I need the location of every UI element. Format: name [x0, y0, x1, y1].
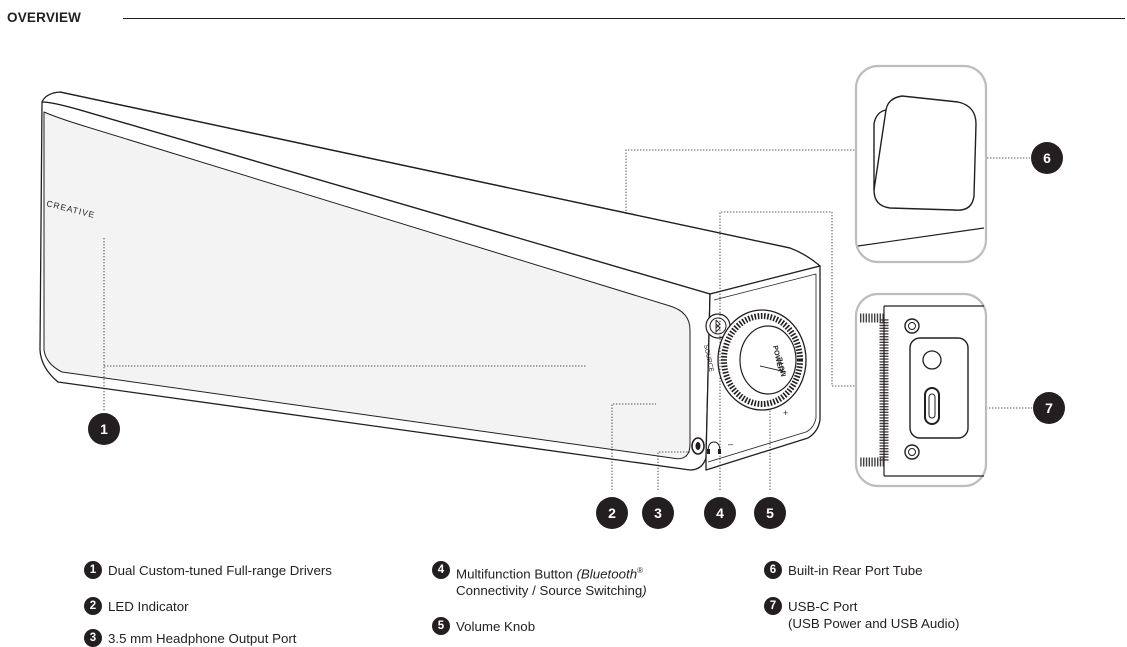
- leader-1: [103, 238, 586, 412]
- svg-text:1: 1: [100, 421, 108, 437]
- callout-badge-2: 2: [596, 497, 628, 529]
- inset-rear-port: [854, 64, 988, 264]
- legend-text: Dual Custom-tuned Full-range Drivers: [108, 563, 332, 578]
- headphone-icon: [707, 441, 721, 454]
- knob-divider: [759, 365, 787, 373]
- legend-text: USB-C Port (USB Power and USB Audio): [788, 599, 960, 631]
- callout-badge-1: 1: [88, 413, 120, 445]
- legend-text: LED Indicator: [108, 599, 189, 614]
- port-plate: [909, 337, 969, 439]
- legend-text: Built-in Rear Port Tube: [788, 563, 923, 578]
- port-plate-hole: [922, 350, 942, 370]
- legend-badge: 2: [84, 597, 102, 615]
- rear-panel-edge: [857, 227, 985, 247]
- screw-top: [904, 318, 920, 334]
- knob-label-mute: MUTE: [777, 356, 788, 377]
- soundbar-body: [39, 91, 821, 471]
- soundbar-end-face-bevel: [707, 273, 817, 463]
- callout-badge-6: 6: [1031, 142, 1063, 174]
- header-rule: [123, 18, 1125, 19]
- svg-text:3: 3: [654, 505, 662, 521]
- rear-port-edge: [873, 109, 887, 190]
- legend-text: Multifunction Button (Bluetooth® Connect…: [456, 566, 647, 599]
- leader-6: [625, 149, 856, 214]
- legend-item-6: 6 Built-in Rear Port Tube: [764, 561, 923, 579]
- legend-item-3: 3 3.5 mm Headphone Output Port: [84, 629, 297, 647]
- legend-item-5: 5 Volume Knob: [432, 617, 536, 635]
- legend-text: Volume Knob: [456, 619, 536, 634]
- volume-knob: [717, 309, 807, 411]
- callout-badge-4: 4: [704, 497, 736, 529]
- inset-usb-port: [854, 292, 988, 488]
- source-button: [705, 313, 731, 339]
- svg-text:7: 7: [1045, 400, 1053, 416]
- callout-badge-7: 7: [1033, 392, 1065, 424]
- legend-item-1: 1 Dual Custom-tuned Full-range Drivers: [84, 561, 332, 579]
- legend-badge: 3: [84, 629, 102, 647]
- legend-badge: 5: [432, 617, 450, 635]
- svg-text:2: 2: [608, 505, 616, 521]
- legend-text: 3.5 mm Headphone Output Port: [108, 631, 297, 646]
- speaker-grille-panel: [43, 111, 691, 460]
- legend-badge: 7: [764, 597, 782, 615]
- legend-item-4: 4 Multifunction Button (Bluetooth® Conne…: [432, 561, 647, 599]
- svg-text:4: 4: [716, 505, 724, 521]
- screw-bottom: [904, 444, 920, 460]
- rear-port-opening: [873, 95, 977, 211]
- volume-plus-label: +: [783, 408, 788, 418]
- legend-badge: 1: [84, 561, 102, 579]
- volume-minus-label: –: [728, 439, 733, 449]
- svg-text:6: 6: [1043, 150, 1051, 166]
- legend-badge: 4: [432, 561, 450, 579]
- svg-text:5: 5: [766, 505, 774, 521]
- leader-3: [657, 451, 690, 490]
- leader-2: [611, 403, 656, 490]
- legend-item-7: 7 USB-C Port (USB Power and USB Audio): [764, 597, 960, 632]
- callout-badge-3: 3: [642, 497, 674, 529]
- legend-badge: 6: [764, 561, 782, 579]
- headphone-port: [691, 437, 705, 455]
- leader-4: [719, 211, 856, 490]
- callout-badge-5: 5: [754, 497, 786, 529]
- soundbar-back-edge: [59, 91, 791, 249]
- overview-header: OVERVIEW: [7, 8, 1125, 30]
- usb-c-port: [924, 387, 940, 425]
- page-title: OVERVIEW: [7, 10, 82, 25]
- legend-item-2: 2 LED Indicator: [84, 597, 189, 615]
